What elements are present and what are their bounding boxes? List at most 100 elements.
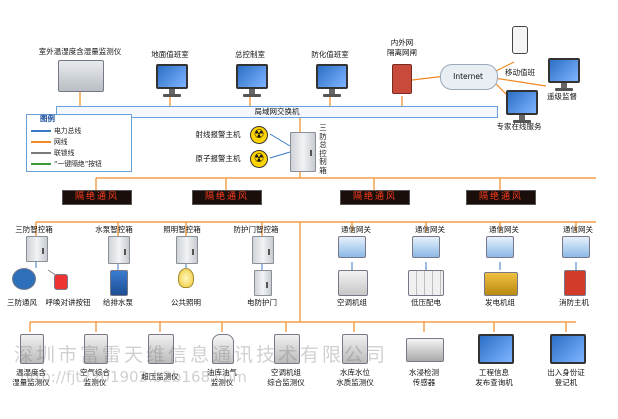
- main-box-char: 箱: [319, 165, 327, 175]
- gateway-2-device: [412, 236, 440, 258]
- water-pump-icon: [110, 270, 128, 296]
- main-box-label: 三 防 总 控 制 箱: [318, 123, 328, 175]
- gateway-4-label: 通信网关: [563, 225, 593, 234]
- ray-alarm-label: 射线报警主机: [195, 130, 241, 139]
- legend-label-button: “一键隔绝”按钮: [54, 160, 102, 168]
- led-panel-4: 隔绝通风: [466, 190, 536, 205]
- fire-alarm-host-icon: [564, 270, 586, 296]
- main-control-box: [290, 132, 316, 172]
- bottom-label-7a: 水浸检测: [409, 368, 439, 377]
- gateway-3-device: [486, 236, 514, 258]
- gateway-label-line1: 内外网: [390, 38, 414, 47]
- legend-swatch-interlock: [31, 152, 51, 154]
- bottom-label-3a: 超压监测仪: [141, 372, 179, 381]
- gateway-3-label: 通信网关: [489, 225, 519, 234]
- legend-box: 电力总线 网线 联锁线 “一键隔绝”按钮: [26, 114, 132, 172]
- radiation-icon-2: ☢: [250, 150, 268, 168]
- legend-title: 图例: [40, 114, 55, 123]
- bottom-device-7: [406, 338, 444, 362]
- lighting-label: 公共照明: [171, 298, 201, 307]
- generator-icon: [484, 272, 518, 296]
- lan-switch-label: 局域网交换机: [254, 107, 300, 116]
- gateway-1-label: 通信网关: [341, 225, 371, 234]
- bottom-device-1: [20, 334, 44, 364]
- control-room-label: 总控制室: [235, 50, 265, 59]
- bottom-label-6b: 水质监测仪: [336, 378, 374, 387]
- expert-service-monitor-icon: [506, 90, 538, 123]
- light-bulb-icon: [178, 268, 194, 288]
- legend-label-power: 电力总线: [54, 127, 82, 135]
- fire-label: 消防主机: [559, 298, 589, 307]
- outdoor-monitor-device: [58, 60, 104, 92]
- main-box-char: 三: [319, 123, 327, 132]
- remote-monitor-label: 遥级监督: [547, 92, 577, 101]
- led-panel-1: 隔绝通风: [62, 190, 132, 205]
- bottom-device-3: [148, 334, 174, 364]
- internet-label: Internet: [453, 72, 483, 81]
- generator-label: 发电机组: [485, 298, 515, 307]
- legend-row-button: “一键隔绝”按钮: [31, 158, 102, 168]
- bottom-device-8: [478, 334, 514, 364]
- bottom-label-5b: 综合监测仪: [267, 378, 305, 387]
- protective-door-icon: [254, 270, 272, 296]
- remote-monitor-icon: [548, 58, 580, 91]
- legend-swatch-button: [31, 163, 51, 165]
- gateway-firewall-icon: [392, 64, 412, 94]
- bottom-label-8b: 发布查询机: [475, 378, 513, 387]
- bottom-label-6a: 水库水位: [340, 368, 370, 377]
- ground-duty-room-label: 地面值班室: [151, 50, 189, 59]
- atom-alarm-label: 原子报警主机: [195, 154, 241, 163]
- ventilation-label: 三防通风: [7, 298, 37, 307]
- bottom-label-1b: 湿量监测仪: [12, 378, 50, 387]
- bottom-device-5: [274, 334, 300, 364]
- legend-row-network: 网线: [31, 136, 68, 146]
- pump-label: 给排水泵: [103, 298, 133, 307]
- lighting-box-label: 照明智控箱: [163, 225, 201, 234]
- defense-control-box: [26, 236, 48, 262]
- gateway-4-device: [562, 236, 590, 258]
- bottom-label-5a: 空调机组: [271, 368, 301, 377]
- bottom-label-4a: 油库油气: [207, 368, 237, 377]
- door-label: 电防护门: [247, 298, 277, 307]
- legend-swatch-power: [31, 130, 51, 132]
- bottom-device-2: [84, 334, 108, 364]
- main-box-char: 控: [319, 148, 327, 158]
- bottom-label-1a: 温湿度含: [16, 368, 46, 377]
- civil-defense-room-label: 防化值班室: [311, 50, 349, 59]
- lan-switch-bus: 局域网交换机: [56, 106, 498, 118]
- led-panel-2: 隔绝通风: [192, 190, 262, 205]
- intercom-button-icon: [54, 274, 68, 290]
- main-box-char: 防: [319, 131, 327, 141]
- gateway-1-device: [338, 236, 366, 258]
- low-voltage-label: 低压配电: [411, 298, 441, 307]
- legend-swatch-network: [31, 141, 51, 143]
- ventilation-fan-icon: [12, 268, 36, 290]
- bottom-device-4: [212, 334, 234, 364]
- expert-service-label: 专家在线服务: [496, 122, 542, 131]
- bottom-label-8a: 工程信息: [479, 368, 509, 377]
- gateway-label-line2: 隔离网闸: [387, 48, 417, 57]
- main-box-char: 总: [319, 140, 327, 149]
- bottom-label-9b: 登记机: [554, 378, 578, 387]
- mobile-phone-icon: [512, 26, 528, 54]
- defense-box-label: 三防智控箱: [15, 225, 53, 234]
- bottom-label-9a: 出入身份证: [547, 368, 585, 377]
- legend-row-interlock: 联锁线: [31, 147, 74, 157]
- legend-label-interlock: 联锁线: [54, 149, 75, 157]
- legend-label-network: 网线: [54, 138, 68, 146]
- pump-control-box: [108, 236, 130, 264]
- bottom-label-4b: 监测仪: [210, 378, 234, 387]
- low-voltage-cabinet-icon: [408, 270, 444, 296]
- pump-box-label: 水泵智控箱: [95, 225, 133, 234]
- bottom-device-6: [342, 334, 368, 364]
- bottom-device-9: [550, 334, 586, 364]
- led-panel-3: 隔绝通风: [340, 190, 410, 205]
- legend-row-power: 电力总线: [31, 125, 81, 135]
- control-room-monitor-icon: [236, 64, 268, 97]
- main-box-char: 制: [319, 157, 327, 166]
- civil-defense-monitor-icon: [316, 64, 348, 97]
- door-box-label: 防护门智控箱: [233, 225, 279, 234]
- bottom-label-2b: 监测仪: [83, 378, 107, 387]
